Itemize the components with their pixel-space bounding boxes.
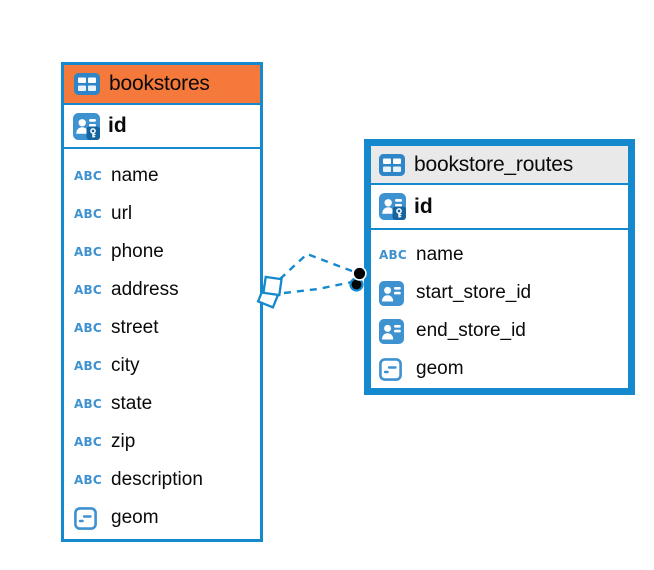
text-icon: ABC (74, 207, 102, 221)
geometry-icon (74, 506, 105, 530)
column-row-url[interactable]: ABC url (64, 195, 260, 233)
relation-target-marker-back[interactable] (349, 277, 364, 292)
column-row-start_store_id[interactable]: start_store_id (371, 274, 628, 312)
table-header[interactable]: bookstores (64, 65, 260, 105)
column-row-end_store_id[interactable]: end_store_id (371, 312, 628, 350)
column-row-city[interactable]: ABC city (64, 347, 260, 385)
column-name: phone (111, 241, 164, 262)
text-icon: ABC (74, 435, 102, 449)
column-name: name (416, 244, 464, 265)
column-name: state (111, 393, 153, 414)
table-node-bookstore-routes[interactable]: bookstore_routes id ABC name start_store_i… (364, 139, 635, 395)
column-row-zip[interactable]: ABC zip (64, 423, 260, 461)
text-icon: ABC (74, 397, 102, 411)
column-row-phone[interactable]: ABC phone (64, 233, 260, 271)
geometry-icon (379, 357, 410, 381)
relationship-line-upper[interactable] (279, 252, 353, 280)
text-icon: ABC (74, 283, 102, 297)
column-name: end_store_id (416, 320, 526, 341)
column-name: geom (111, 507, 159, 528)
text-icon: ABC (74, 321, 102, 335)
column-name: zip (111, 431, 136, 452)
column-name: start_store_id (416, 282, 532, 303)
table-header[interactable]: bookstore_routes (371, 146, 628, 185)
column-row-geom[interactable]: geom (64, 499, 260, 537)
text-icon: ABC (74, 473, 102, 487)
column-row-street[interactable]: ABC street (64, 309, 260, 347)
primary-key-icon (379, 193, 406, 220)
column-name: url (111, 203, 133, 224)
column-name: street (111, 317, 159, 338)
table-icon (74, 73, 100, 95)
column-name: description (111, 469, 203, 490)
column-row-state[interactable]: ABC state (64, 385, 260, 423)
column-row-name[interactable]: ABC name (371, 236, 628, 274)
relationship-line-lower[interactable] (283, 280, 353, 295)
text-icon: ABC (379, 248, 407, 262)
text-icon: ABC (74, 245, 102, 259)
table-title: bookstore_routes (414, 152, 574, 176)
table-icon (379, 153, 405, 176)
column-name: id (414, 194, 433, 218)
column-name: geom (416, 358, 464, 379)
column-row-name[interactable]: ABC name (64, 157, 260, 195)
foreign-key-icon (379, 318, 410, 344)
table-title: bookstores (109, 72, 210, 95)
column-name: id (108, 114, 127, 137)
foreign-key-icon (379, 280, 410, 306)
column-row-geom[interactable]: geom (371, 350, 628, 388)
column-name: name (111, 165, 159, 186)
column-row-description[interactable]: ABC description (64, 461, 260, 499)
relation-source-marker-front[interactable] (262, 275, 283, 297)
column-row-id[interactable]: id (64, 105, 260, 149)
primary-key-icon (73, 112, 100, 140)
column-name: city (111, 355, 140, 376)
column-row-id[interactable]: id (371, 185, 628, 230)
column-row-address[interactable]: ABC address (64, 271, 260, 309)
text-icon: ABC (74, 359, 102, 373)
column-name: address (111, 279, 179, 300)
text-icon: ABC (74, 169, 102, 183)
